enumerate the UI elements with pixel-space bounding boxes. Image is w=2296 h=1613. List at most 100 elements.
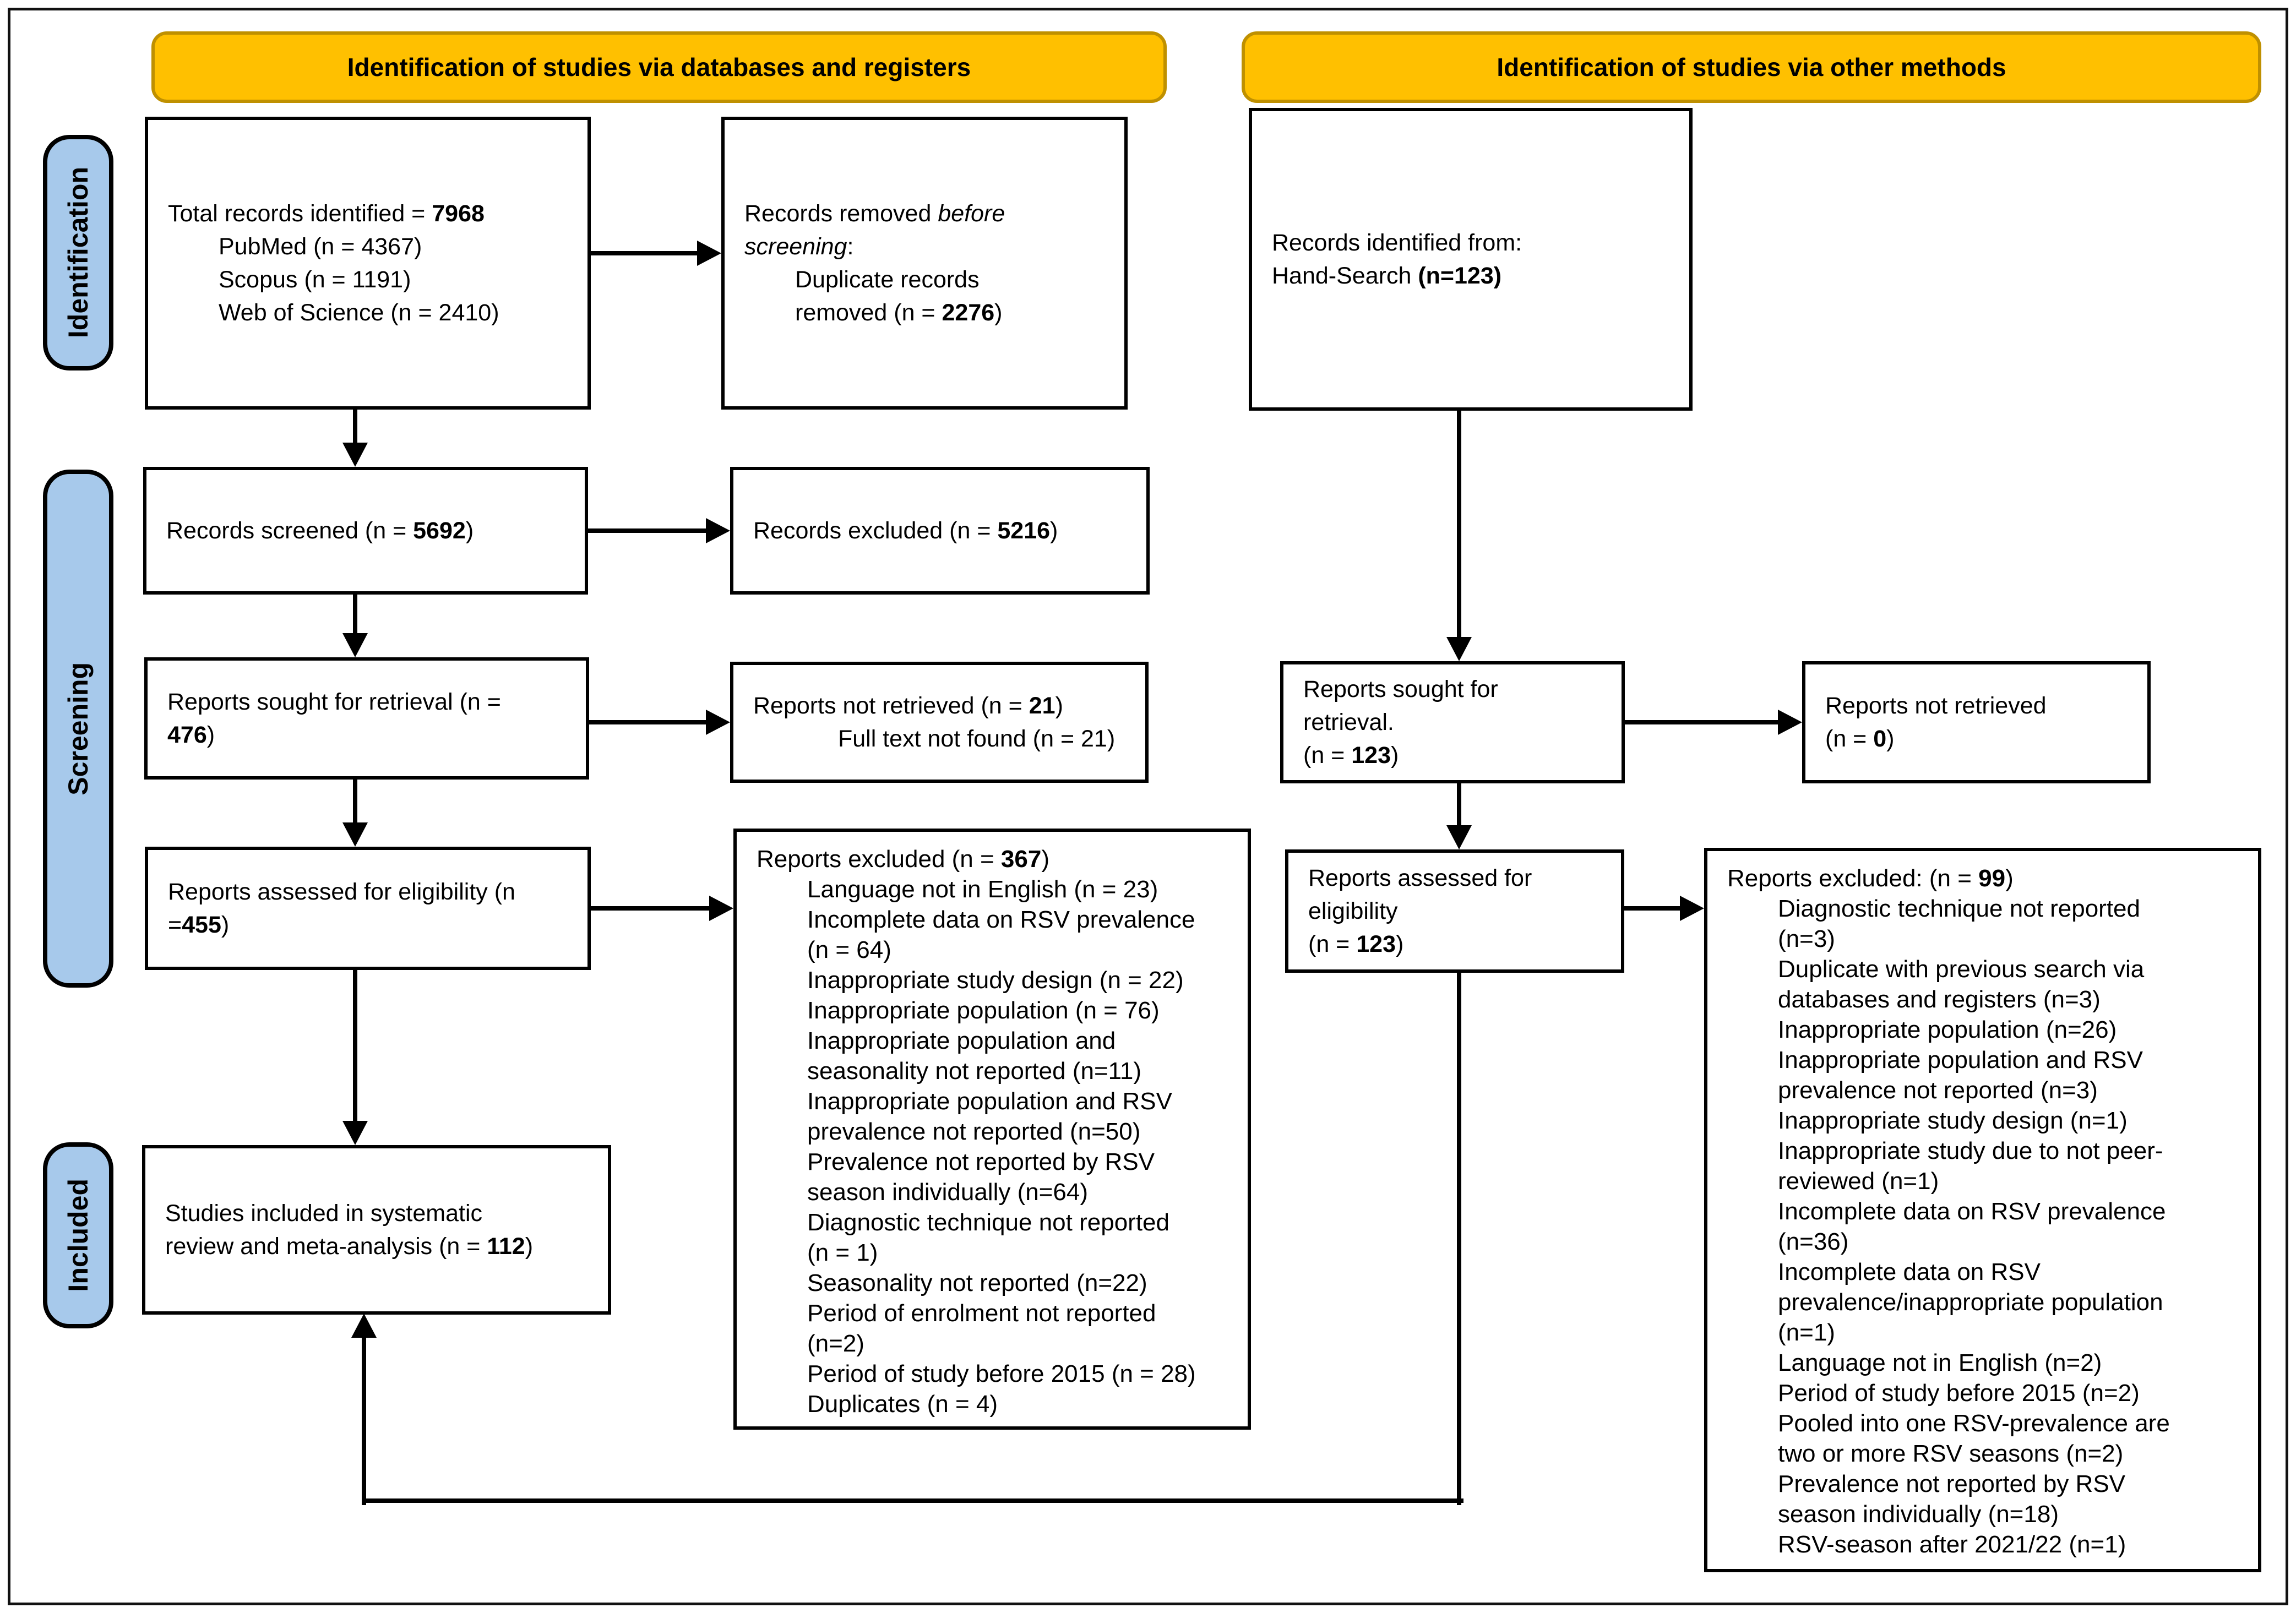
text-run: Inappropriate study design (n=1): [1778, 1107, 2128, 1134]
arrowhead: [1778, 710, 1802, 735]
text-run: (n =: [1825, 726, 1874, 752]
text-run: Web of Science (n = 2410): [219, 299, 499, 326]
text-run: Reports assessed for: [1308, 865, 1532, 891]
text-run: Inappropriate population (n = 76): [807, 997, 1160, 1024]
box-line: screening:: [725, 230, 1124, 263]
box-reports-not-retrieved-other: Reports not retrieved(n = 0): [1802, 661, 2151, 783]
text-run: ): [2005, 865, 2014, 892]
box-line: Reports excluded: (n = 99): [1707, 863, 2258, 893]
box-line: Incomplete data on RSV: [1707, 1257, 2258, 1287]
text-run: Pooled into one RSV-prevalence are: [1778, 1410, 2170, 1437]
text-run: 367: [1000, 846, 1042, 873]
connector-line: [1457, 783, 1461, 829]
box-line: Reports sought for retrieval (n =: [148, 685, 586, 718]
banner-other-methods: Identification of studies via other meth…: [1242, 31, 2261, 103]
box-line: Pooled into one RSV-prevalence are: [1707, 1408, 2258, 1438]
box-line: prevalence/inappropriate population: [1707, 1287, 2258, 1317]
box-line: (n=36): [1707, 1227, 2258, 1257]
text-run: Reports not retrieved: [1825, 693, 2047, 719]
text-run: Records excluded (n =: [753, 517, 998, 544]
box-line: (n = 1): [737, 1238, 1248, 1268]
text-run: RSV-season after 2021/22 (n=1): [1778, 1531, 2126, 1558]
box-line: (n = 123): [1288, 928, 1621, 961]
text-run: prevalence not reported (n=3): [1778, 1077, 2098, 1104]
text-run: (n =: [1308, 931, 1357, 957]
box-line: Reports excluded (n = 367): [737, 844, 1248, 874]
box-line: Web of Science (n = 2410): [148, 296, 587, 329]
stage-label-text: Identification: [63, 167, 94, 339]
text-run: 21: [1029, 693, 1055, 719]
connector-line: [353, 410, 357, 446]
text-run: (n=2): [807, 1330, 864, 1357]
arrowhead: [342, 443, 368, 467]
box-line: Reports assessed for eligibility (n: [148, 875, 587, 908]
box-line: reviewed (n=1): [1707, 1166, 2258, 1196]
box-line: Language not in English (n = 23): [737, 874, 1248, 904]
text-run: review and meta-analysis (n =: [165, 1233, 487, 1260]
text-run: (n=1): [1778, 1319, 1835, 1346]
box-records-excluded: Records excluded (n = 5216): [730, 467, 1150, 595]
connector-line: [1457, 973, 1461, 1505]
text-run: ): [465, 517, 474, 544]
text-run: Records screened (n =: [166, 517, 414, 544]
box-line: Language not in English (n=2): [1707, 1348, 2258, 1378]
connector-line: [353, 970, 357, 1124]
box-line: Inappropriate population and RSV: [737, 1086, 1248, 1116]
box-line: Period of study before 2015 (n = 28): [737, 1359, 1248, 1389]
box-line: databases and registers (n=3): [1707, 984, 2258, 1015]
box-line: two or more RSV seasons (n=2): [1707, 1438, 2258, 1469]
text-run: Period of study before 2015 (n=2): [1778, 1380, 2140, 1407]
text-run: 455: [182, 912, 221, 938]
arrowhead: [1680, 896, 1704, 921]
text-run: prevalence not reported (n=50): [807, 1118, 1141, 1145]
stage-label-included: Included: [43, 1142, 113, 1328]
box-line: Records excluded (n = 5216): [733, 514, 1146, 547]
connector-line: [353, 780, 357, 826]
text-run: season individually (n=64): [807, 1179, 1088, 1206]
box-line: 476): [148, 718, 586, 751]
box-line: eligibility: [1288, 895, 1621, 928]
text-run: 112: [487, 1233, 525, 1260]
text-run: ): [1396, 931, 1404, 957]
text-run: Records identified from:: [1272, 230, 1522, 256]
box-line: removed (n = 2276): [725, 296, 1124, 329]
box-line: season individually (n=18): [1707, 1499, 2258, 1529]
box-line: (n = 64): [737, 935, 1248, 965]
text-run: two or more RSV seasons (n=2): [1778, 1440, 2124, 1467]
text-run: Reports sought for: [1303, 676, 1498, 702]
text-run: Diagnostic technique not reported: [807, 1209, 1169, 1236]
box-line: retrieval.: [1283, 706, 1622, 739]
box-line: Inappropriate study design (n=1): [1707, 1105, 2258, 1136]
box-records-screened: Records screened (n = 5692): [143, 467, 588, 595]
box-reports-sought-db: Reports sought for retrieval (n = 476): [144, 657, 589, 780]
box-line: Studies included in systematic: [145, 1197, 608, 1230]
arrowhead: [706, 518, 730, 543]
box-line: Records identified from:: [1252, 226, 1689, 259]
box-line: (n = 123): [1283, 739, 1622, 772]
text-run: =: [168, 912, 182, 938]
stage-label-text: Screening: [63, 662, 94, 795]
box-line: Reports sought for: [1283, 673, 1622, 706]
connector-line: [591, 251, 700, 255]
text-run: PubMed (n = 4367): [219, 233, 422, 260]
text-run: ): [221, 912, 230, 938]
text-run: Reports sought for retrieval (n =: [167, 689, 501, 715]
text-run: Inappropriate study design (n = 22): [807, 967, 1184, 994]
text-run: reviewed (n=1): [1778, 1168, 1939, 1195]
box-line: Inappropriate study design (n = 22): [737, 965, 1248, 995]
text-run: Language not in English (n=2): [1778, 1349, 2102, 1376]
box-line: Inappropriate population and: [737, 1026, 1248, 1056]
banner-label: Identification of studies via other meth…: [1497, 53, 2006, 81]
text-run: 0: [1873, 726, 1887, 752]
stage-label-identification: Identification: [43, 135, 113, 370]
text-run: seasonality not reported (n=11): [807, 1058, 1141, 1085]
text-run: Seasonality not reported (n=22): [807, 1269, 1147, 1296]
outer-border: [8, 8, 2288, 1605]
arrowhead: [1446, 825, 1472, 849]
text-run: retrieval.: [1303, 709, 1394, 735]
text-run: (n=36): [1778, 1228, 1849, 1255]
connector-line: [588, 528, 709, 533]
